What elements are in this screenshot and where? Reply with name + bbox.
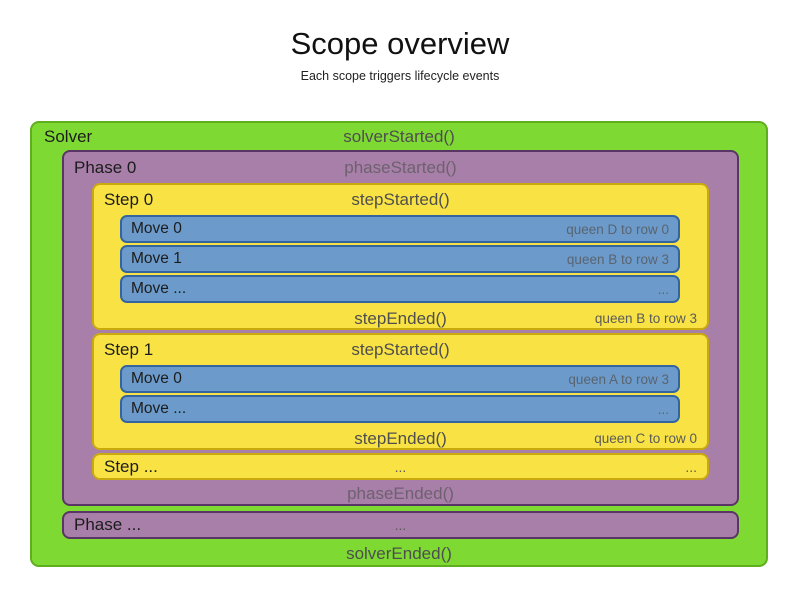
step-more-label: Step ... (104, 456, 158, 476)
step-started-event: stepStarted() (351, 190, 450, 209)
step-label: Step 1 (104, 340, 154, 359)
move-row: Move ... ... (120, 395, 680, 423)
phase-ended-event: phaseEnded() (347, 484, 454, 503)
move-detail: queen B to row 3 (566, 251, 669, 267)
move-label: Move ... (131, 400, 187, 417)
step-ended-row: stepEnded() queen C to row 0 (94, 425, 707, 452)
move-label: Move 0 (131, 370, 182, 387)
move-detail: ... (657, 401, 669, 417)
move-row: Move 0 queen D to row 0 (120, 215, 680, 243)
step-label: Step 0 (104, 190, 154, 209)
step-more-center-dots: ... (394, 458, 407, 475)
page-title: Scope overview (290, 26, 510, 61)
phase-header-row: Phase 0 phaseStarted() (64, 152, 737, 183)
move-row: Move 0 queen A to row 3 (120, 365, 680, 393)
moves-container: Move 0 queen D to row 0 Move 1 queen B t… (120, 215, 680, 303)
page-subtitle: Each scope triggers lifecycle events (300, 69, 500, 83)
step-header-row: Step 1 stepStarted() (94, 335, 707, 365)
solver-label: Solver (44, 126, 93, 146)
solver-started-event: solverStarted() (343, 126, 455, 146)
solver-ended-row: solverEnded() (32, 539, 766, 568)
phase-label: Phase 0 (74, 157, 137, 177)
move-label: Move ... (131, 280, 187, 297)
step-ended-detail: queen C to row 0 (594, 431, 697, 446)
step-1-scope-box: Step 1 stepStarted() Move 0 queen A to r… (92, 333, 709, 450)
phase-more-center-dots: ... (394, 517, 407, 533)
step-ended-event: stepEnded() (354, 308, 447, 328)
solver-scope-box: Solver solverStarted() Phase 0 phaseStar… (30, 121, 768, 567)
phase-more-row: Phase ... ... (62, 511, 739, 539)
step-more-row: Step ... ... ... (92, 453, 709, 480)
step-more-right-dots: ... (685, 458, 697, 475)
solver-ended-event: solverEnded() (346, 543, 452, 563)
move-label: Move 1 (131, 250, 182, 267)
move-detail: queen D to row 0 (566, 221, 669, 237)
step-ended-detail: queen B to row 3 (594, 311, 697, 326)
phase-started-event: phaseStarted() (344, 157, 457, 177)
step-ended-event: stepEnded() (354, 428, 447, 448)
step-0-scope-box: Step 0 stepStarted() Move 0 queen D to r… (92, 183, 709, 330)
step-ended-row: stepEnded() queen B to row 3 (94, 305, 707, 332)
move-detail: queen A to row 3 (568, 371, 669, 387)
move-row: Move ... ... (120, 275, 680, 303)
move-detail: ... (657, 281, 669, 297)
move-row: Move 1 queen B to row 3 (120, 245, 680, 273)
phase-more-label: Phase ... (74, 515, 142, 534)
step-header-row: Step 0 stepStarted() (94, 185, 707, 215)
move-label: Move 0 (131, 220, 182, 237)
moves-container: Move 0 queen A to row 3 Move ... ... (120, 365, 680, 423)
solver-header-row: Solver solverStarted() (32, 123, 766, 150)
phase-0-scope-box: Phase 0 phaseStarted() Step 0 stepStarte… (62, 150, 739, 506)
phase-ended-row: phaseEnded() (64, 480, 737, 508)
step-started-event: stepStarted() (351, 340, 450, 359)
